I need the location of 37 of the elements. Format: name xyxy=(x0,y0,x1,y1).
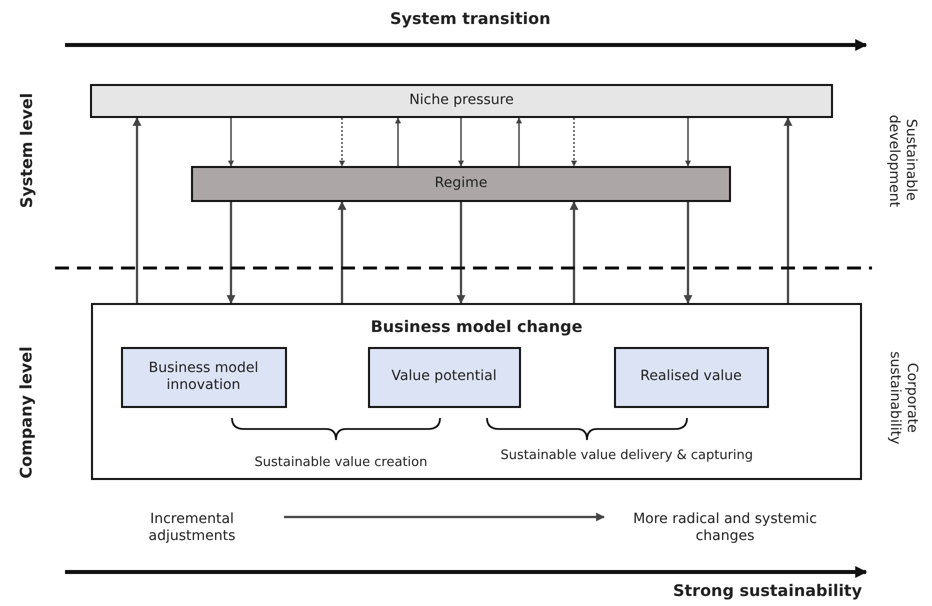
arrow xyxy=(458,118,464,167)
node-text: Business model innovation xyxy=(148,360,260,394)
node-text: Regime xyxy=(434,175,488,193)
node-text: Value potential xyxy=(391,368,497,386)
arrow xyxy=(685,118,691,167)
arrow xyxy=(784,117,792,303)
arrow xyxy=(456,202,466,304)
arrow xyxy=(228,118,234,167)
process-box xyxy=(614,346,768,408)
side-label: Corporate sustainability xyxy=(886,350,920,446)
arrow xyxy=(395,117,401,166)
arrow xyxy=(284,512,605,522)
arrow xyxy=(338,201,346,303)
niche-bar xyxy=(90,84,833,118)
arrow xyxy=(516,117,522,166)
business-model-panel xyxy=(91,303,862,480)
arrow xyxy=(132,117,142,303)
arrow xyxy=(570,201,578,303)
axis-title: System transition xyxy=(390,8,550,28)
regime-bar xyxy=(191,166,731,202)
axis-title: Strong sustainability xyxy=(673,580,862,600)
process-box xyxy=(120,346,286,408)
node-text: Realised value xyxy=(640,368,742,386)
level-label: System level xyxy=(16,92,36,208)
arrow xyxy=(339,118,345,167)
panel-heading: Business model change xyxy=(370,317,582,337)
arrow xyxy=(571,118,577,167)
arrow xyxy=(226,202,236,304)
node-text: More radical and systemic changes xyxy=(632,510,818,546)
side-label: Sustainable development xyxy=(885,114,919,205)
brace-label: Sustainable value delivery & capturing xyxy=(500,448,754,462)
level-label: Company level xyxy=(16,346,36,478)
arrow xyxy=(684,202,692,304)
brace-label: Sustainable value creation xyxy=(254,454,428,470)
node-text: Niche pressure xyxy=(409,92,514,110)
node-text: Incremental adjustments xyxy=(148,510,236,546)
process-box xyxy=(368,346,520,408)
